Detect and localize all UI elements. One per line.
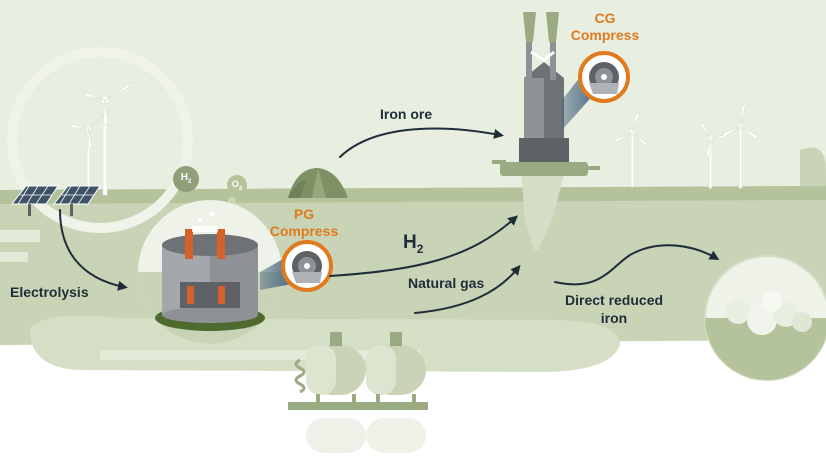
- h2-bubble-label: H2: [180, 172, 192, 185]
- direct-reduced-iron-label: Direct reduced iron: [565, 292, 664, 326]
- electrolysis-label: Electrolysis: [10, 284, 89, 300]
- natural-gas-arrow: [414, 264, 521, 314]
- cg-compress-label: CG Compress: [570, 10, 640, 43]
- ore-pile-icon: [288, 168, 348, 198]
- flow-arrows: [59, 127, 720, 314]
- solar-panel-icon: [10, 185, 59, 216]
- o2-bubble-label: O2: [231, 179, 243, 192]
- iron-ore-arrow: [339, 127, 504, 158]
- electrolyzer-icon: [138, 200, 282, 344]
- electrolysis-arrow: [59, 209, 128, 291]
- wind-turbine-icon: [613, 111, 649, 188]
- dri-pellets-icon: [704, 255, 826, 381]
- natural-gas-label: Natural gas: [408, 275, 485, 291]
- gas-tank-icon: [288, 332, 428, 410]
- compressor-icon: [281, 240, 333, 292]
- h2-bubble-icon: [173, 166, 203, 210]
- wind-turbine-icon: [721, 103, 759, 189]
- pg-compress-label: PG Compress: [269, 206, 339, 239]
- gas-tank-reflection: [306, 418, 426, 453]
- shaft-furnace-icon: [492, 12, 600, 250]
- compressor-icon: [578, 51, 630, 103]
- h2-label: H2: [403, 232, 424, 256]
- wind-turbine-icon: [83, 81, 133, 196]
- wind-turbine-icon: [69, 113, 105, 194]
- solar-panel-icon: [52, 185, 101, 216]
- dri-arrow: [554, 244, 720, 286]
- h2-arrow: [329, 215, 518, 277]
- sky-circle: [7, 47, 193, 233]
- iron-ore-label: Iron ore: [380, 106, 433, 122]
